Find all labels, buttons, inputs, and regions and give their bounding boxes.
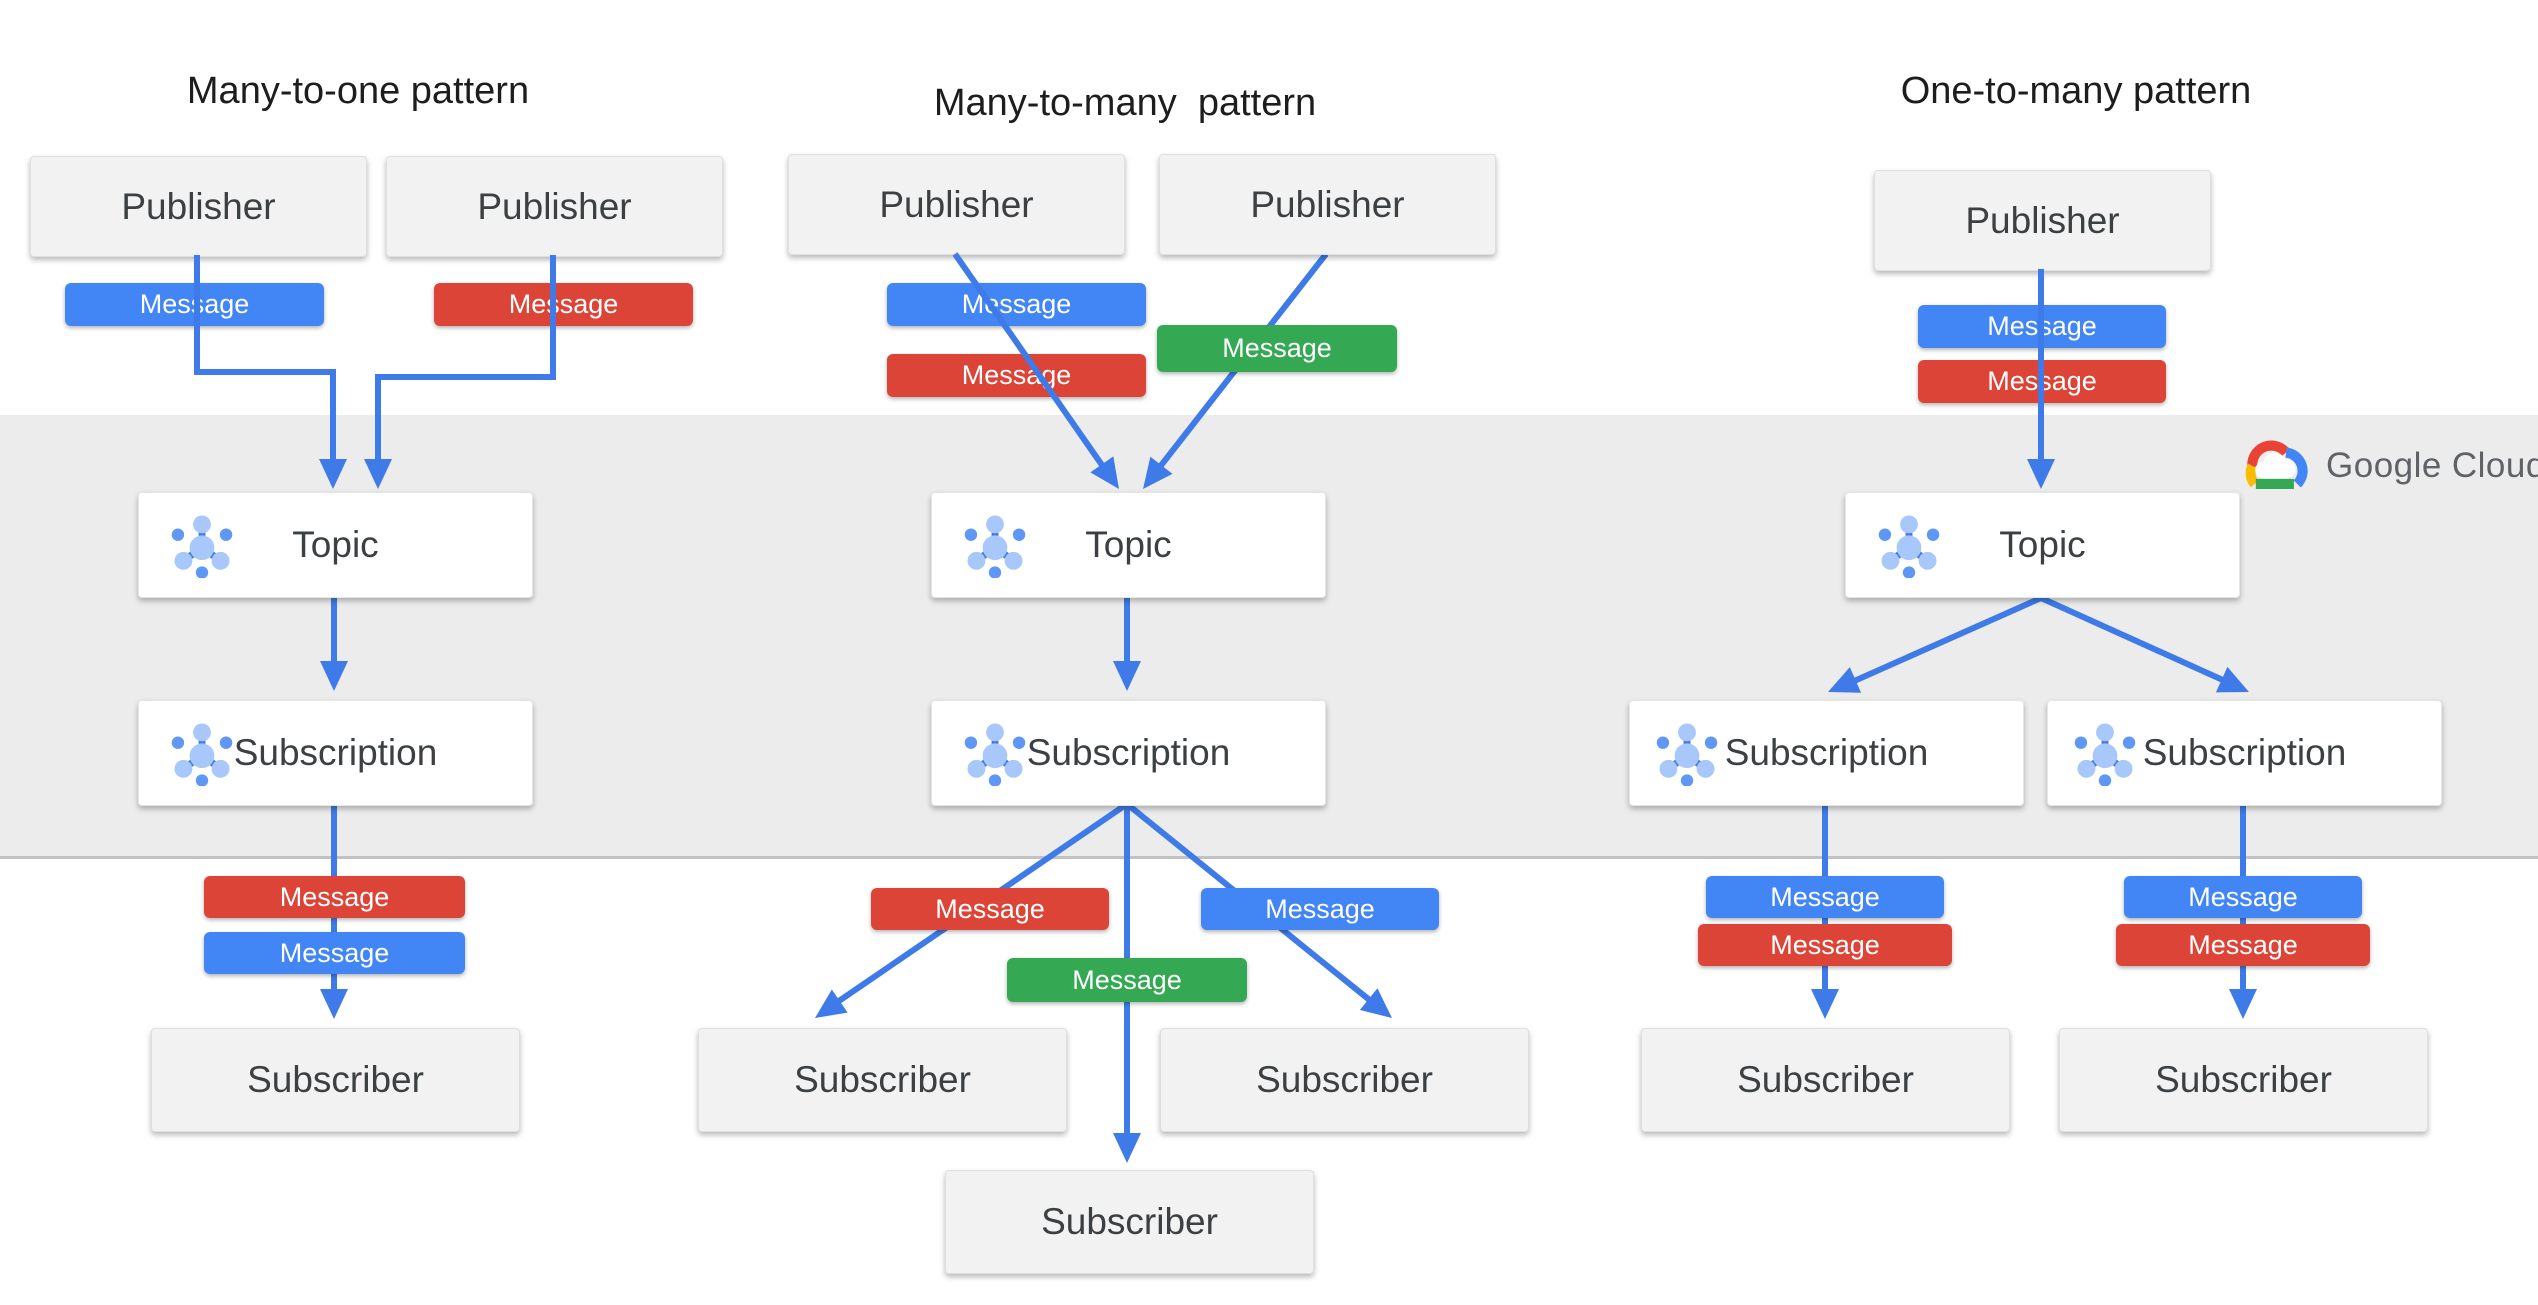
publisher-box: Publisher bbox=[788, 154, 1125, 255]
publisher-label: Publisher bbox=[879, 183, 1034, 225]
pubsub-subscription-icon bbox=[962, 720, 1028, 787]
message-badge-blue: Message bbox=[2124, 876, 2362, 918]
message-badge-red: Message bbox=[1918, 360, 2166, 403]
message-label: Message bbox=[139, 289, 250, 319]
message-label: Message bbox=[1987, 366, 2097, 396]
topic-label: Topic bbox=[1085, 524, 1172, 565]
subscriber-label: Subscriber bbox=[794, 1059, 971, 1100]
pubsub-topic-icon bbox=[962, 512, 1028, 579]
subscription-box: Subscription bbox=[931, 700, 1326, 806]
pubsub-subscription-icon bbox=[1654, 720, 1720, 787]
pubsub-topic-icon bbox=[1876, 512, 1942, 579]
message-badge-blue: Message bbox=[1918, 305, 2166, 348]
pubsub-subscription-icon bbox=[2072, 720, 2138, 787]
subscription-label: Subscription bbox=[233, 732, 438, 773]
pubsub-subscription-icon bbox=[169, 720, 235, 787]
publisher-label: Publisher bbox=[1965, 199, 2120, 241]
message-label: Message bbox=[279, 881, 390, 912]
subscription-box: Subscription bbox=[2047, 700, 2442, 806]
subscriber-box: Subscriber bbox=[151, 1028, 520, 1132]
one-to-many-title: One-to-many pattern bbox=[1900, 70, 2252, 112]
message-badge-red: Message bbox=[434, 283, 693, 326]
subscriber-box: Subscriber bbox=[945, 1170, 1314, 1274]
message-label: Message bbox=[1222, 333, 1332, 363]
subscriber-label: Subscriber bbox=[1737, 1059, 1914, 1100]
many-to-one-title: Many-to-one pattern bbox=[186, 70, 530, 112]
message-label: Message bbox=[1770, 929, 1880, 960]
subscriber-box: Subscriber bbox=[2059, 1028, 2428, 1132]
message-label: Message bbox=[961, 360, 1072, 390]
logo-google-text: Google bbox=[2326, 446, 2442, 485]
message-badge-blue: Message bbox=[204, 932, 465, 974]
message-badge-red: Message bbox=[1698, 924, 1952, 966]
message-label: Message bbox=[1987, 311, 2097, 341]
subscriber-label: Subscriber bbox=[247, 1059, 424, 1100]
subscription-box: Subscription bbox=[1629, 700, 2024, 806]
pubsub-topic-icon bbox=[169, 512, 235, 579]
topic-box: Topic bbox=[1845, 492, 2240, 598]
message-badge-red: Message bbox=[2116, 924, 2370, 966]
subscriber-box: Subscriber bbox=[1641, 1028, 2010, 1132]
subscription-box: Subscription bbox=[138, 700, 533, 806]
message-badge-green: Message bbox=[1007, 958, 1247, 1002]
topic-box: Topic bbox=[138, 492, 533, 598]
publisher-box: Publisher bbox=[1874, 170, 2211, 271]
message-badge-green: Message bbox=[1157, 325, 1397, 372]
message-label: Message bbox=[1770, 881, 1880, 912]
message-badge-blue: Message bbox=[1201, 888, 1439, 930]
message-label: Message bbox=[961, 289, 1072, 319]
message-badge-blue: Message bbox=[887, 283, 1146, 326]
message-label: Message bbox=[1072, 964, 1182, 995]
subscription-label: Subscription bbox=[2142, 732, 2347, 773]
message-badge-red: Message bbox=[887, 354, 1146, 397]
subscriber-label: Subscriber bbox=[1041, 1201, 1218, 1242]
publisher-box: Publisher bbox=[1159, 154, 1496, 255]
message-badge-red: Message bbox=[204, 876, 465, 918]
publisher-box: Publisher bbox=[386, 156, 723, 257]
message-label: Message bbox=[508, 289, 619, 319]
subscription-label: Subscription bbox=[1026, 732, 1231, 773]
message-label: Message bbox=[2188, 881, 2298, 912]
topic-label: Topic bbox=[292, 524, 379, 565]
many-to-many-title: Many-to-many pattern bbox=[933, 82, 1317, 124]
logo-cloud-text: Cloud bbox=[2451, 446, 2538, 485]
subscriber-label: Subscriber bbox=[2155, 1059, 2332, 1100]
message-label: Message bbox=[1265, 893, 1375, 924]
subscriber-box: Subscriber bbox=[698, 1028, 1067, 1132]
message-badge-blue: Message bbox=[1706, 876, 1944, 918]
message-label: Message bbox=[279, 937, 390, 968]
message-label: Message bbox=[935, 893, 1045, 924]
google-cloud-icon bbox=[2245, 440, 2308, 489]
message-label: Message bbox=[2188, 929, 2298, 960]
publisher-label: Publisher bbox=[121, 185, 276, 227]
publisher-label: Publisher bbox=[477, 185, 632, 227]
topic-label: Topic bbox=[1999, 524, 2086, 565]
subscriber-label: Subscriber bbox=[1256, 1059, 1433, 1100]
message-badge-blue: Message bbox=[65, 283, 324, 326]
subscriber-box: Subscriber bbox=[1160, 1028, 1529, 1132]
publisher-label: Publisher bbox=[1250, 183, 1405, 225]
subscription-label: Subscription bbox=[1724, 732, 1929, 773]
publisher-box: Publisher bbox=[30, 156, 367, 257]
message-badge-red: Message bbox=[871, 888, 1109, 930]
topic-box: Topic bbox=[931, 492, 1326, 598]
